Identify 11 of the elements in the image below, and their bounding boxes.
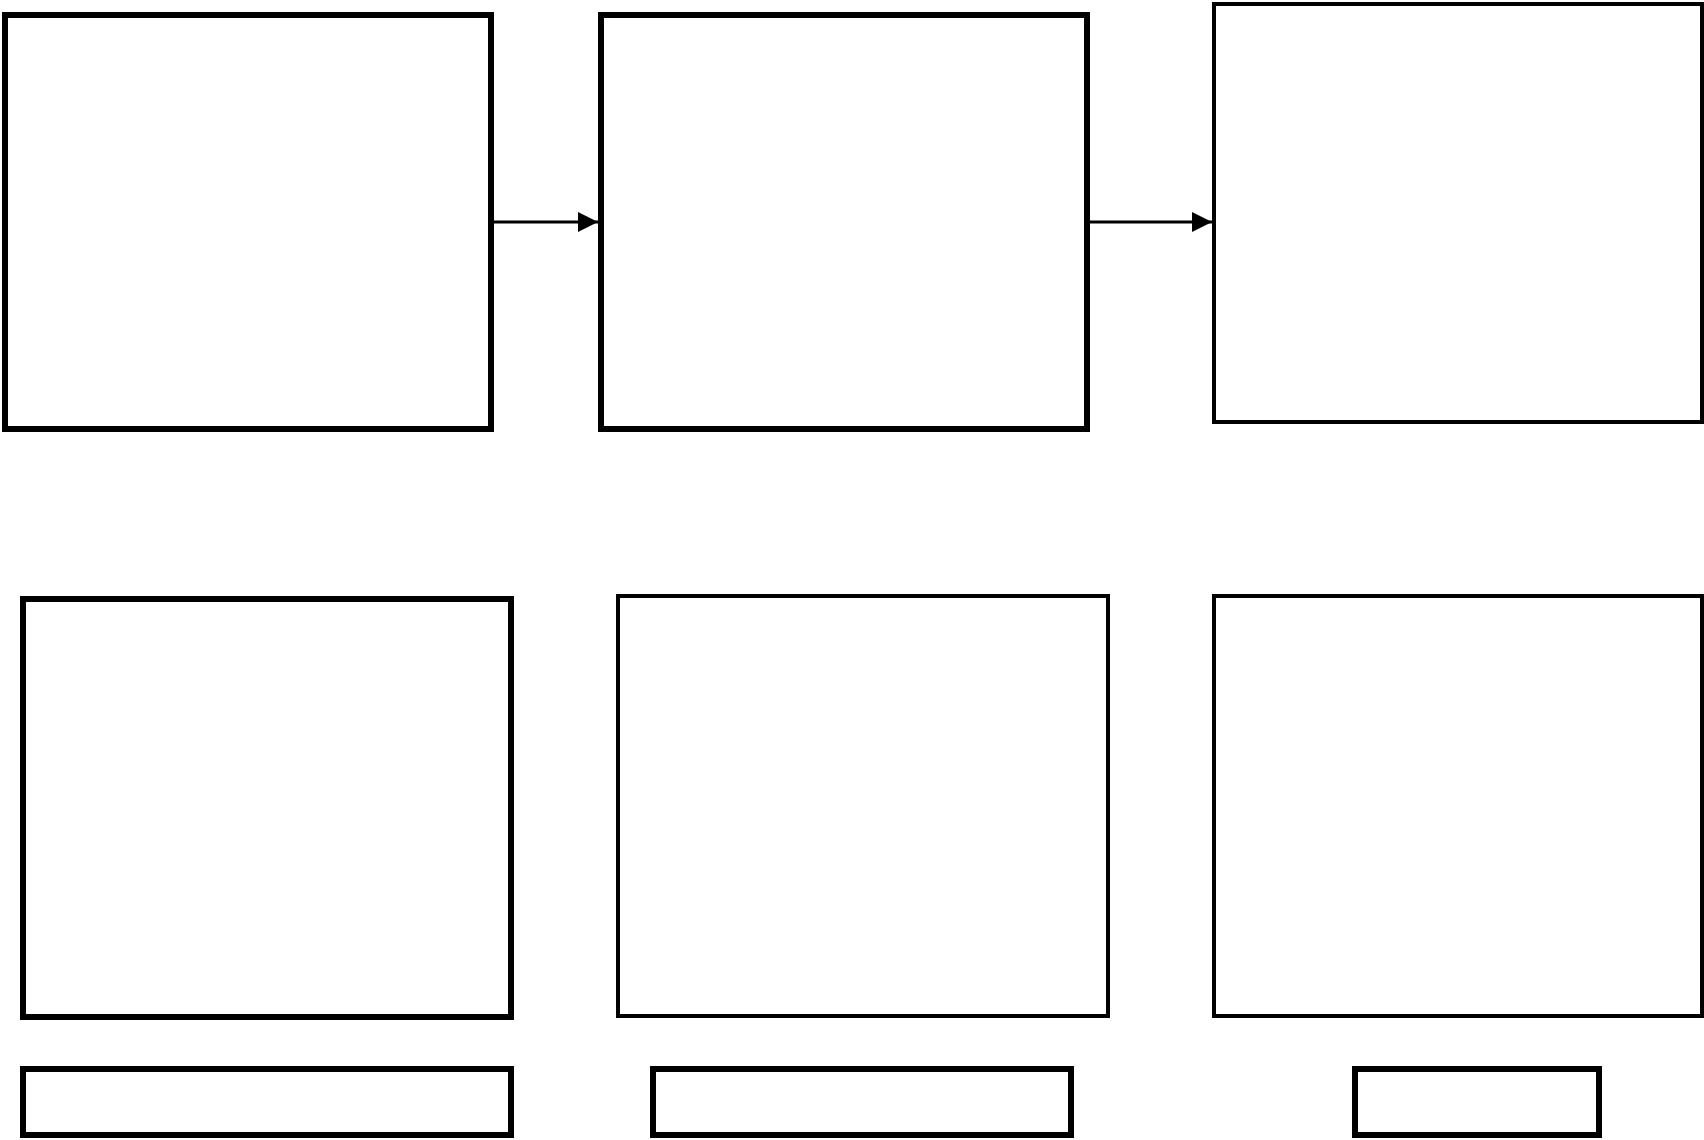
empty-box <box>1212 594 1704 1018</box>
empty-box <box>2 12 494 432</box>
empty-box <box>1352 1066 1602 1138</box>
empty-box <box>20 596 514 1020</box>
empty-box <box>20 1066 514 1138</box>
empty-box <box>650 1066 1074 1138</box>
arrow <box>1090 212 1212 232</box>
empty-box <box>598 12 1090 432</box>
empty-box <box>1212 2 1704 424</box>
empty-box <box>616 594 1110 1018</box>
arrow <box>494 212 598 232</box>
